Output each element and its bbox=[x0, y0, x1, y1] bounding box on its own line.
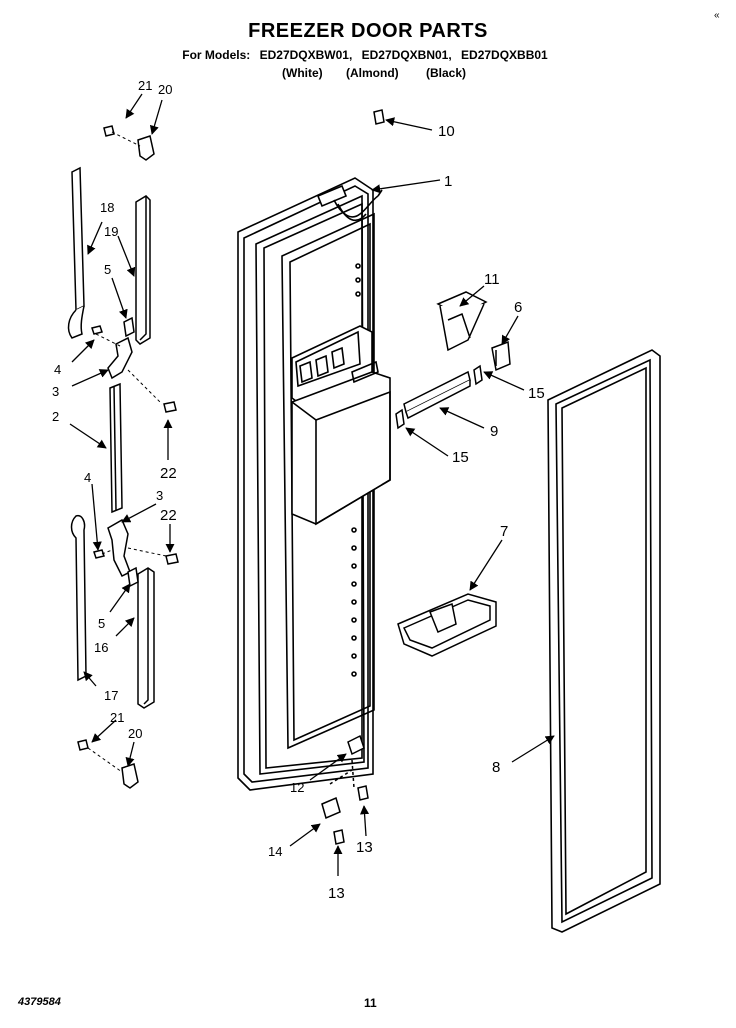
color-white: (White) bbox=[282, 66, 323, 80]
models-line: For Models: ED27DQXBW01, ED27DQXBN01, ED… bbox=[0, 48, 736, 62]
callout-7: 7 bbox=[500, 523, 508, 540]
callout-6: 6 bbox=[514, 299, 522, 316]
callout-1: 1 bbox=[444, 173, 452, 190]
door-holes-lower bbox=[351, 527, 357, 677]
callout-21-top: 21 bbox=[138, 78, 152, 93]
freezer-door-panel bbox=[237, 177, 391, 791]
part-9-rail bbox=[403, 370, 471, 420]
callout-22-upper: 22 bbox=[160, 465, 177, 482]
callout-5-lower: 5 bbox=[98, 616, 105, 631]
callout-22-lower: 22 bbox=[160, 507, 177, 524]
document-code: 4379584 bbox=[18, 996, 61, 1008]
callout-21-bottom: 21 bbox=[110, 710, 124, 725]
model-white: ED27DQXBW01, bbox=[259, 48, 353, 62]
callout-4-lower: 4 bbox=[84, 470, 91, 485]
callout-18: 18 bbox=[100, 200, 114, 215]
callout-14: 14 bbox=[268, 844, 282, 859]
door-holes-upper bbox=[355, 263, 361, 297]
color-black: (Black) bbox=[426, 66, 467, 80]
callout-11: 11 bbox=[484, 271, 500, 288]
corner-mark: « bbox=[714, 10, 720, 21]
callout-2: 2 bbox=[52, 409, 59, 424]
hinge-parts bbox=[321, 109, 385, 845]
lower-handle-assembly bbox=[70, 514, 179, 789]
callout-19: 19 bbox=[104, 224, 118, 239]
part-7-bin bbox=[397, 593, 497, 657]
alignment-lines bbox=[87, 131, 167, 773]
callout-20-bottom: 20 bbox=[128, 726, 142, 741]
part-8-gasket bbox=[547, 349, 661, 933]
color-almond: (Almond) bbox=[346, 66, 399, 80]
page-title: FREEZER DOOR PARTS bbox=[248, 20, 488, 42]
callout-numbers: 1 2 3 3 4 4 5 5 6 7 8 9 10 11 12 13 13 1… bbox=[52, 78, 545, 902]
models-label: For Models: bbox=[182, 48, 251, 62]
callout-12: 12 bbox=[290, 780, 304, 795]
callout-4-upper: 4 bbox=[54, 362, 61, 377]
callout-17: 17 bbox=[104, 688, 118, 703]
part-15-clips bbox=[395, 364, 483, 430]
callout-13-right: 13 bbox=[356, 839, 373, 856]
callout-15-lower: 15 bbox=[452, 449, 469, 466]
callout-13-bottom: 13 bbox=[328, 885, 345, 902]
callout-16: 16 bbox=[94, 640, 108, 655]
callout-15-upper: 15 bbox=[528, 385, 545, 402]
callout-3-upper: 3 bbox=[52, 384, 59, 399]
model-black: ED27DQXBB01 bbox=[461, 48, 548, 62]
model-almond: ED27DQXBN01, bbox=[361, 48, 452, 62]
part-11-chute bbox=[436, 291, 488, 352]
leader-lines bbox=[69, 93, 555, 876]
upper-handle-assembly bbox=[67, 125, 177, 514]
callout-5-upper: 5 bbox=[104, 262, 111, 277]
callout-10: 10 bbox=[438, 123, 455, 140]
callout-20-top: 20 bbox=[158, 82, 172, 97]
part-6-bracket bbox=[491, 340, 511, 372]
callout-3-lower: 3 bbox=[156, 488, 163, 503]
page-number: 11 bbox=[364, 996, 377, 1010]
callout-8: 8 bbox=[492, 759, 500, 776]
callout-9: 9 bbox=[490, 423, 498, 440]
